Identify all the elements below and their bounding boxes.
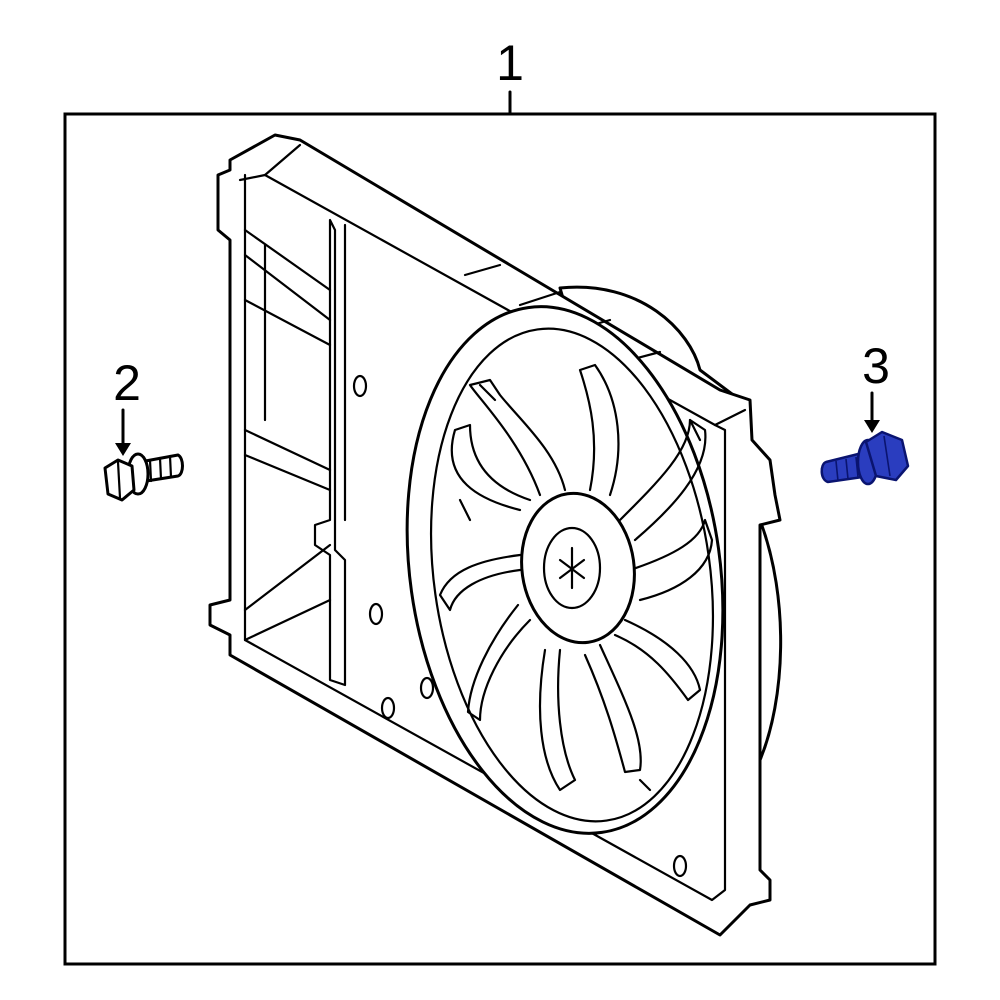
bolt-3-highlighted[interactable] [820, 430, 910, 486]
hub-cap [542, 526, 602, 610]
hub-center-mark [558, 546, 586, 590]
callout-3-arrowhead [864, 420, 880, 433]
callout-2[interactable]: 2 [113, 355, 141, 456]
fan-shroud-assembly[interactable] [208, 133, 783, 937]
left-strut [313, 218, 347, 687]
mount-hole [368, 602, 384, 626]
fan-hub [520, 491, 636, 645]
top-edge-ribs [463, 263, 662, 362]
mount-hole [419, 676, 435, 700]
callout-1[interactable]: 1 [496, 35, 524, 116]
mount-hole [672, 854, 688, 878]
bolt-2[interactable] [103, 452, 184, 502]
fan-blades [438, 363, 714, 792]
mount-hole [380, 696, 396, 720]
callout-2-label: 2 [113, 355, 141, 411]
callout-3-label: 3 [862, 338, 890, 394]
left-cross-braces [243, 228, 332, 492]
callout-2-arrowhead [115, 443, 131, 456]
callout-1-label: 1 [496, 35, 524, 91]
assembly-frame-border [63, 112, 937, 966]
shroud-frame-inner [238, 173, 727, 902]
mount-hole [352, 374, 368, 398]
callout-3[interactable]: 3 [862, 338, 890, 433]
